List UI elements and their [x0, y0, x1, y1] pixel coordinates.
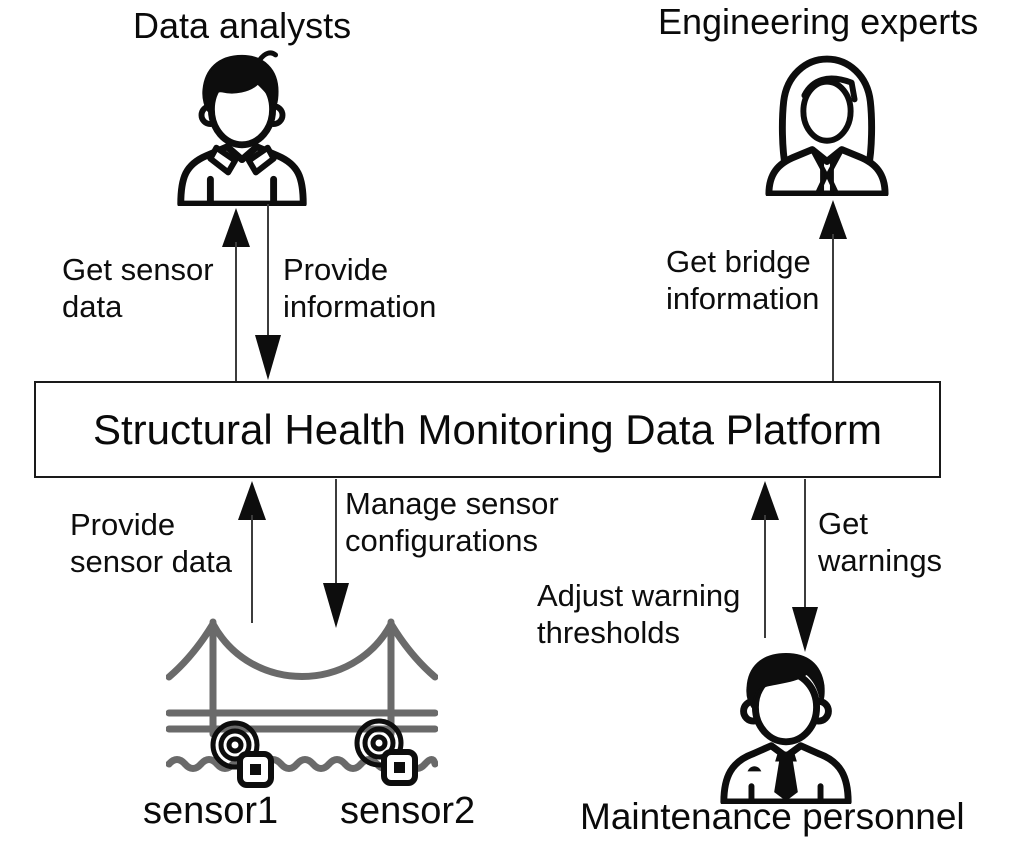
sensor1-label: sensor1: [143, 790, 279, 832]
data-analyst-shape: [177, 50, 307, 206]
arrow-get-bridge-information: [818, 200, 848, 381]
flow-label-provide-sensor-data: Provide sensor data: [70, 507, 232, 580]
arrow-shaft: [235, 242, 237, 381]
bridge-icon: [166, 618, 438, 772]
arrow-shaft: [251, 515, 253, 623]
arrowhead-down-icon: [323, 583, 349, 628]
sensor2-shape: [354, 718, 418, 786]
sensor2-label: sensor2: [340, 790, 476, 832]
arrowhead-down-icon: [255, 335, 281, 380]
flow-label-get-sensor-data: Get sensor data: [62, 252, 214, 325]
arrowhead-up-icon: [751, 481, 779, 520]
maintenance-person-shape: [720, 652, 852, 804]
flow-label-adjust-warning-thresholds: Adjust warning thresholds: [537, 578, 741, 651]
arrowhead-up-icon: [819, 200, 847, 239]
sensor1-shape: [210, 720, 274, 788]
flow-label-get-bridge-information: Get bridge information: [666, 244, 820, 317]
flow-label-provide-information: Provide information: [283, 252, 437, 325]
arrow-manage-sensor-configurations: [321, 479, 351, 628]
platform-box: Structural Health Monitoring Data Platfo…: [34, 381, 941, 478]
arrow-get-warnings: [790, 479, 820, 652]
arrow-shaft: [832, 234, 834, 381]
arrow-adjust-warning-thresholds: [750, 481, 780, 638]
engineering-experts-label: Engineering experts: [658, 1, 979, 42]
engineering-expert-shape: [765, 55, 889, 196]
arrowhead-up-icon: [222, 208, 250, 247]
engineering-expert-person-icon: [765, 55, 889, 196]
arrow-provide-information: [253, 204, 283, 380]
arrow-shaft: [764, 515, 766, 638]
bridge-shape: [166, 618, 438, 772]
arrow-shaft: [804, 479, 806, 612]
data-analyst-person-icon: [177, 50, 307, 206]
maintenance-person-icon: [720, 652, 852, 804]
sensor1-icon: [210, 720, 274, 788]
flow-label-manage-sensor-configurations: Manage sensor configurations: [345, 486, 559, 559]
sensor2-icon: [354, 718, 418, 786]
arrow-shaft: [267, 204, 269, 340]
arrow-provide-sensor-data: [237, 481, 267, 623]
arrowhead-up-icon: [238, 481, 266, 520]
data-analysts-label: Data analysts: [133, 5, 352, 46]
arrowhead-down-icon: [792, 607, 818, 652]
arrow-shaft: [335, 479, 337, 588]
flow-label-get-warnings: Get warnings: [818, 506, 943, 579]
platform-title: Structural Health Monitoring Data Platfo…: [93, 405, 882, 453]
arrow-get-sensor-data: [221, 208, 251, 381]
